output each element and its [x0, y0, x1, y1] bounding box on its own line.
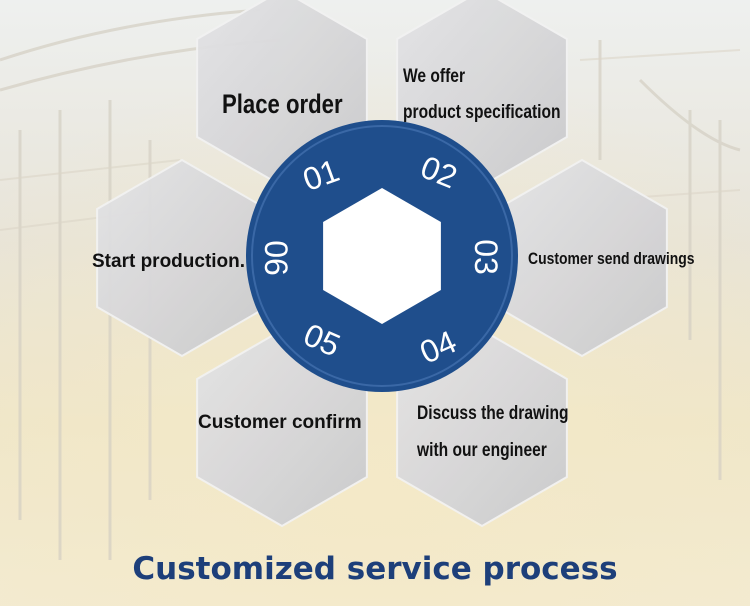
step-03-label: Customer send drawings: [528, 249, 695, 268]
step-02-line-1: We offer: [403, 66, 466, 87]
step-06-label: Start production.: [92, 251, 246, 272]
center-hexagon: [323, 188, 441, 324]
ring-inner-line: [251, 125, 513, 387]
step-05-label: Customer confirm: [198, 412, 362, 433]
step-04-label: Discuss the drawing with our engineer: [417, 395, 569, 469]
step-03-number: 03: [468, 239, 504, 275]
step-01-label: Place order: [222, 89, 343, 119]
step-06-number: 06: [258, 240, 294, 276]
step-hexagons: [96, 0, 668, 528]
step-04-line-2: with our engineer: [417, 440, 547, 461]
step-02-label: We offer product specification: [403, 59, 561, 131]
step-04-line-1: Discuss the drawing: [417, 403, 569, 424]
step-02-line-2: product specification: [403, 102, 561, 123]
diagram-title: Customized service process: [132, 551, 618, 587]
